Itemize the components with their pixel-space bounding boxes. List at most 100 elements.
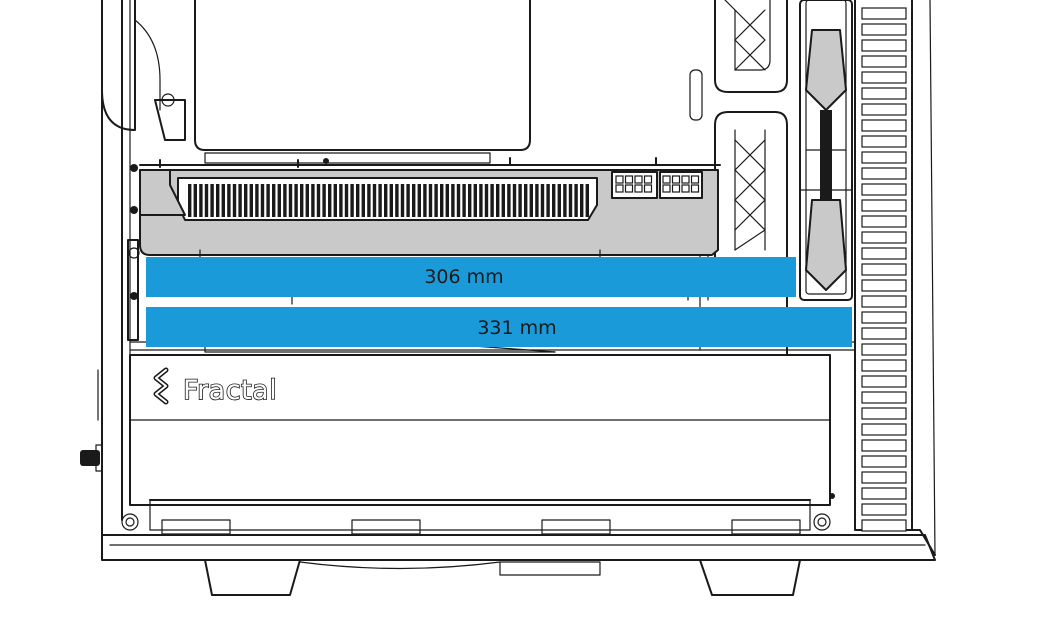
connector-pin: [643, 175, 653, 184]
mesh-rib: [861, 439, 907, 452]
mesh-rib: [861, 183, 907, 196]
heatsink-fin: [266, 184, 270, 217]
connector-pin: [681, 184, 690, 193]
heatsink-fin: [204, 184, 209, 217]
mesh-rib: [861, 391, 907, 404]
heatsink-fin: [412, 184, 416, 217]
heatsink-fin: [300, 184, 304, 217]
heatsink-fin: [238, 184, 242, 217]
heatsink-fin: [232, 184, 237, 217]
heatsink-fin: [406, 184, 410, 217]
heatsink-fin: [496, 184, 500, 217]
heatsink-fin: [451, 184, 455, 217]
mesh-rib: [861, 23, 907, 36]
gpu-length-measurement-306: 306 mm: [146, 257, 796, 297]
heatsink-fin: [311, 184, 315, 217]
mesh-rib: [861, 295, 907, 308]
measurement-label-306: 306 mm: [424, 266, 503, 288]
connector-pin: [671, 184, 681, 193]
measurement-bar-306: [146, 257, 796, 297]
heatsink-fin: [417, 184, 421, 217]
heatsink-fin: [529, 184, 533, 217]
mesh-rib: [861, 327, 907, 340]
mesh-rib: [861, 135, 907, 148]
measurement-bar-331: [146, 307, 852, 347]
heatsink-fin: [294, 184, 298, 217]
heatsink-fin: [272, 184, 276, 217]
heatsink-fin: [479, 184, 483, 217]
heatsink-fin: [283, 184, 287, 217]
heatsink-fin: [249, 184, 253, 217]
connector-pin: [690, 184, 700, 193]
gpu-length-measurement-331: 331 mm: [146, 307, 852, 347]
case-fan-icon: [799, 0, 853, 301]
mesh-rib: [861, 407, 907, 420]
heatsink-fin: [546, 184, 550, 217]
mesh-rib: [861, 39, 907, 52]
psu-shroud: [129, 354, 831, 506]
heatsink-fin: [428, 184, 433, 217]
heatsink-fin: [367, 184, 371, 217]
mesh-rib: [861, 263, 907, 276]
mesh-rib: [861, 247, 907, 260]
mesh-rib: [861, 375, 907, 388]
heatsink-fin: [255, 184, 259, 217]
heatsink-fin: [384, 184, 388, 217]
heatsink-fin: [501, 184, 505, 217]
heatsink-fin: [288, 184, 293, 217]
heatsink-fin: [462, 184, 466, 217]
mesh-rib: [861, 455, 907, 468]
heatsink-fin: [372, 184, 377, 217]
heatsink-fin: [361, 184, 365, 217]
connector-pin: [681, 175, 690, 184]
heatsink-fin: [395, 184, 399, 217]
heatsink-fin: [557, 184, 561, 217]
heatsink-fin: [473, 184, 477, 217]
mesh-rib: [861, 55, 907, 68]
mesh-rib: [861, 359, 907, 372]
top-component: [194, 0, 531, 164]
connector-pin: [671, 175, 681, 184]
heatsink-fin: [227, 184, 231, 217]
heatsink-fin: [378, 184, 382, 217]
mesh-rib: [861, 343, 907, 356]
heatsink-fin: [490, 184, 494, 217]
mesh-rib: [861, 119, 907, 132]
case-chassis: [80, 0, 936, 596]
graphics-card: [127, 157, 721, 341]
heatsink-fin: [440, 184, 444, 217]
heatsink-fin: [216, 184, 220, 217]
heatsink-fin: [563, 184, 567, 217]
mesh-rib: [861, 503, 907, 516]
heatsink-fin: [552, 184, 556, 217]
connector-pin: [624, 175, 634, 184]
heatsink-fin: [210, 184, 214, 217]
mesh-rib: [861, 167, 907, 180]
heatsink-fin: [244, 184, 248, 217]
connector-pin: [624, 184, 634, 193]
case-foot-left: [204, 559, 301, 596]
mesh-rib: [861, 71, 907, 84]
heatsink-fin: [344, 184, 349, 217]
mesh-rib: [861, 231, 907, 244]
heatsink-fin: [339, 184, 343, 217]
heatsink-fin: [316, 184, 321, 217]
heatsink-fin: [423, 184, 427, 217]
mesh-rib: [861, 7, 907, 20]
heatsink-fin: [518, 184, 522, 217]
case-base: [101, 534, 936, 561]
connector-pin: [643, 184, 653, 193]
heatsink-fin: [400, 184, 405, 217]
connector-pin: [615, 184, 624, 193]
heatsink-fin: [585, 184, 589, 217]
front-mesh-panel: [854, 0, 936, 556]
heatsink-fin: [305, 184, 309, 217]
case-foot-right: [699, 559, 801, 596]
connector-pin: [662, 184, 671, 193]
connector-pin: [615, 175, 624, 184]
heatsink-fin: [199, 184, 203, 217]
mesh-rib: [861, 87, 907, 100]
mesh-rib: [861, 103, 907, 116]
connector-pin: [662, 175, 671, 184]
